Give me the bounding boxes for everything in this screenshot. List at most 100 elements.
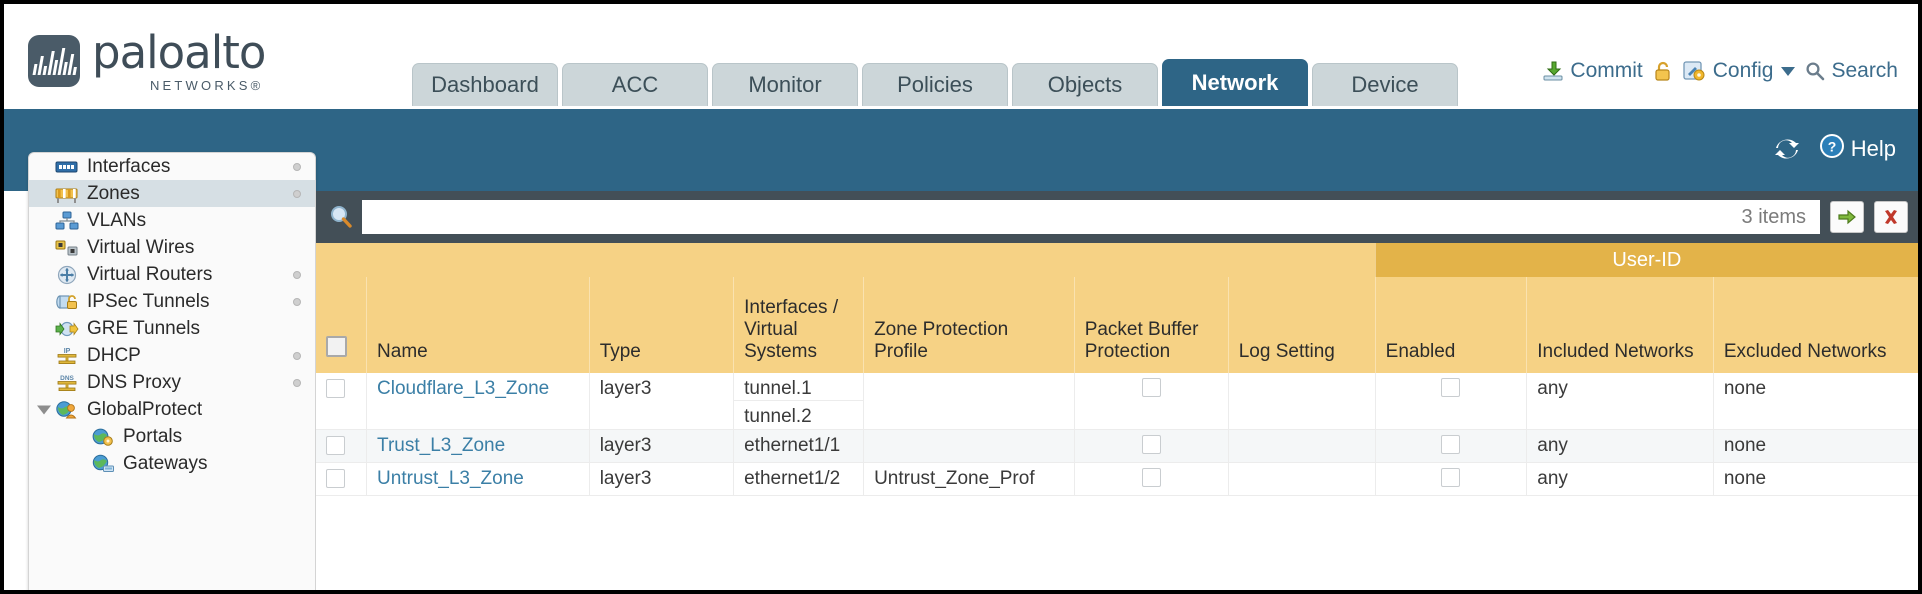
- vlans-icon: [55, 211, 79, 231]
- packet-buffer-protection-checkbox[interactable]: [1141, 378, 1161, 397]
- help-question-icon: ?: [1819, 133, 1845, 164]
- column-header-type[interactable]: Type: [588, 277, 734, 373]
- gre-tunnels-icon: [55, 319, 79, 339]
- excluded-networks-cell: none: [1712, 429, 1918, 463]
- dns-proxy-icon: DNS: [55, 373, 79, 393]
- sidebar-item-gre-tunnels[interactable]: GRE Tunnels: [29, 315, 315, 342]
- row-checkbox[interactable]: [326, 469, 345, 488]
- zone-type-cell: layer3: [588, 429, 734, 463]
- waveform-logo-icon: [28, 35, 80, 87]
- zone-name-link[interactable]: Cloudflare_L3_Zone: [377, 378, 550, 399]
- clear-filter-button[interactable]: [1874, 201, 1908, 233]
- search-button[interactable]: Search: [1805, 59, 1898, 83]
- column-header-interfaces[interactable]: Interfaces / Virtual Systems: [733, 277, 864, 373]
- sidebar-status-dot: [293, 297, 301, 306]
- search-icon: [1805, 61, 1825, 81]
- apply-filter-button[interactable]: [1830, 201, 1864, 233]
- brand-logo[interactable]: paloalto NETWORKS®: [28, 30, 266, 93]
- packet-buffer-protection-cell: [1073, 373, 1229, 430]
- column-header-userid-enabled[interactable]: Enabled: [1374, 277, 1527, 373]
- column-header-log-setting[interactable]: Log Setting: [1227, 277, 1376, 373]
- zone-type-cell: layer3: [588, 373, 734, 430]
- packet-buffer-protection-checkbox[interactable]: [1141, 435, 1161, 454]
- userid-enabled-cell: [1374, 462, 1527, 496]
- row-checkbox[interactable]: [326, 436, 345, 455]
- sidebar-item-zones[interactable]: Zones: [29, 180, 315, 207]
- search-label: Search: [1831, 59, 1898, 82]
- select-all-checkbox[interactable]: [326, 336, 347, 357]
- column-header-excluded-networks[interactable]: Excluded Networks: [1712, 277, 1918, 373]
- column-header-packet-buffer-protection[interactable]: Packet Buffer Protection: [1073, 277, 1229, 373]
- table-header-row: Name Type Interfaces / Virtual Systems Z…: [316, 277, 1918, 373]
- packet-buffer-protection-checkbox[interactable]: [1141, 468, 1161, 487]
- sidebar-item-interfaces[interactable]: Interfaces: [29, 153, 315, 180]
- log-setting-cell: [1227, 429, 1376, 463]
- included-networks-cell: any: [1526, 462, 1714, 496]
- brand-tagline: NETWORKS®: [149, 78, 264, 93]
- log-setting-cell: [1227, 462, 1376, 496]
- row-checkbox[interactable]: [326, 379, 345, 398]
- sidebar-item-vlans[interactable]: VLANs: [29, 207, 315, 234]
- userid-enabled-checkbox[interactable]: [1441, 378, 1461, 397]
- zone-interfaces-cell: ethernet1/2: [733, 462, 864, 496]
- sidebar-item-label: Gateways: [123, 453, 208, 474]
- commit-button[interactable]: Commit: [1542, 59, 1643, 83]
- help-link[interactable]: ? Help: [1819, 133, 1896, 164]
- log-setting-cell: [1227, 373, 1376, 430]
- sidebar-item-label: GRE Tunnels: [87, 318, 200, 339]
- zone-name-link[interactable]: Trust_L3_Zone: [377, 435, 506, 456]
- sidebar-item-virtual-routers[interactable]: Virtual Routers: [29, 261, 315, 288]
- zone-type-cell: layer3: [588, 462, 734, 496]
- userid-enabled-checkbox[interactable]: [1441, 435, 1461, 454]
- ipsec-tunnels-icon: [55, 292, 79, 312]
- tab-acc[interactable]: ACC: [562, 63, 708, 106]
- sidebar-status-dot: [293, 351, 301, 360]
- zone-name-cell: Trust_L3_Zone: [366, 429, 590, 463]
- select-all-header: [316, 277, 367, 373]
- main-tab-bar: Dashboard ACC Monitor Policies Objects N…: [412, 59, 1458, 106]
- excluded-networks-cell: none: [1712, 462, 1918, 496]
- tab-objects[interactable]: Objects: [1012, 63, 1158, 106]
- tab-network[interactable]: Network: [1162, 59, 1308, 106]
- interfaces-icon: [55, 157, 79, 177]
- band-actions: ? Help: [1773, 133, 1896, 164]
- search-input[interactable]: [362, 200, 1738, 234]
- lock-button[interactable]: [1653, 60, 1673, 82]
- column-header-name[interactable]: Name: [366, 277, 590, 373]
- gateways-icon: [91, 454, 115, 474]
- column-header-included-networks[interactable]: Included Networks: [1526, 277, 1714, 373]
- sidebar-item-label: VLANs: [87, 210, 147, 231]
- refresh-icon[interactable]: [1773, 136, 1801, 162]
- sidebar-item-label: Portals: [123, 426, 183, 447]
- zone-protection-profile-cell: [863, 373, 1075, 430]
- sidebar-item-virtual-wires[interactable]: Virtual Wires: [29, 234, 315, 261]
- column-header-zone-protection-profile[interactable]: Zone Protection Profile: [863, 277, 1075, 373]
- svg-text:IP: IP: [64, 348, 71, 355]
- sidebar-item-label: Zones: [87, 183, 140, 204]
- search-icon[interactable]: [328, 204, 354, 230]
- interface-entry: tunnel.1: [734, 373, 864, 401]
- expand-collapse-triangle-icon[interactable]: [37, 405, 51, 414]
- userid-enabled-checkbox[interactable]: [1441, 468, 1461, 487]
- sidebar-item-globalprotect[interactable]: GlobalProtect: [29, 396, 315, 423]
- tab-monitor[interactable]: Monitor: [712, 63, 858, 106]
- commit-label: Commit: [1570, 59, 1643, 82]
- sidebar-item-ipsec-tunnels[interactable]: IPSec Tunnels: [29, 288, 315, 315]
- config-menu[interactable]: Config: [1683, 59, 1796, 83]
- zone-name-link[interactable]: Untrust_L3_Zone: [377, 468, 524, 489]
- tab-dashboard[interactable]: Dashboard: [412, 63, 558, 106]
- globalprotect-icon: [55, 400, 79, 420]
- sidebar-item-gateways[interactable]: Gateways: [29, 450, 315, 477]
- sidebar-item-portals[interactable]: Portals: [29, 423, 315, 450]
- zones-content-panel: 3 items: [316, 191, 1918, 590]
- tab-policies[interactable]: Policies: [862, 63, 1008, 106]
- zone-name-cell: Cloudflare_L3_Zone: [366, 373, 590, 430]
- dhcp-icon: IP: [55, 346, 79, 366]
- tab-device[interactable]: Device: [1312, 63, 1458, 106]
